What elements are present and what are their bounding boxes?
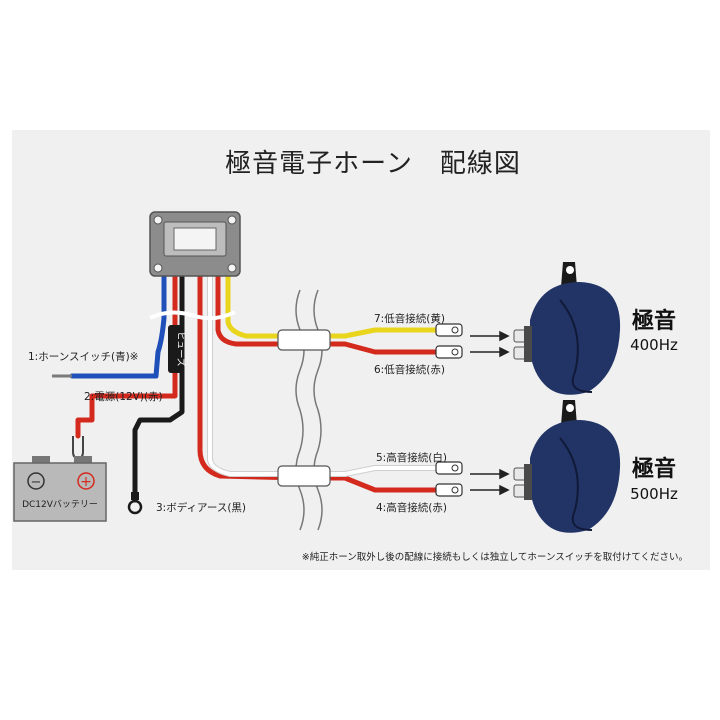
horn-high-name: 極音	[632, 456, 676, 482]
wire-black-ground	[132, 273, 185, 503]
fuse-label: ヒューズ	[175, 331, 187, 367]
install-note: ※純正ホーン取外し後の配線に接続もしくは独立してホーンスイッチを取付けてください…	[302, 551, 688, 563]
wire-label-5: 5:高音接続(白)	[376, 451, 447, 464]
fuse-holder: ヒューズ	[168, 325, 187, 373]
wire-label-6: 6:低音接続(赤)	[374, 363, 445, 376]
horn-low-name: 極音	[632, 308, 676, 334]
wire-yellow-low	[225, 273, 441, 339]
battery-minus-sign: −	[31, 475, 42, 490]
wire-label-7: 7:低音接続(黄)	[374, 312, 445, 325]
wire-label-3: 3:ボディアース(黒)	[156, 501, 246, 514]
wire-label-4: 4:高音接続(赤)	[376, 501, 447, 514]
splice-sleeve-high	[277, 465, 331, 487]
wire-break-mark	[149, 310, 236, 321]
horn-high	[513, 400, 621, 533]
horn-low-freq: 400Hz	[630, 336, 678, 354]
ground-ring-terminal	[127, 492, 143, 515]
connection-arrows	[470, 330, 510, 496]
terminals-high	[435, 461, 463, 497]
controller-unit	[149, 211, 241, 277]
wire-label-1: 1:ホーンスイッチ(青)※	[28, 350, 138, 363]
battery-plus-sign: +	[80, 474, 92, 490]
cut-marks	[295, 289, 323, 531]
terminals-low	[435, 323, 463, 359]
battery: − + DC12Vバッテリー	[13, 456, 107, 522]
battery-label: DC12Vバッテリー	[22, 499, 98, 510]
battery-fork-terminal	[72, 436, 84, 460]
horn-low	[513, 262, 621, 395]
splice-sleeve-low	[277, 329, 331, 351]
wire-harness	[69, 273, 441, 503]
diagram-title: 極音電子ホーン 配線図	[225, 149, 521, 179]
horn-high-freq: 500Hz	[630, 485, 678, 503]
wire-blue	[69, 273, 167, 379]
wire-label-2: 2:電源(12V)(赤)	[84, 390, 163, 403]
